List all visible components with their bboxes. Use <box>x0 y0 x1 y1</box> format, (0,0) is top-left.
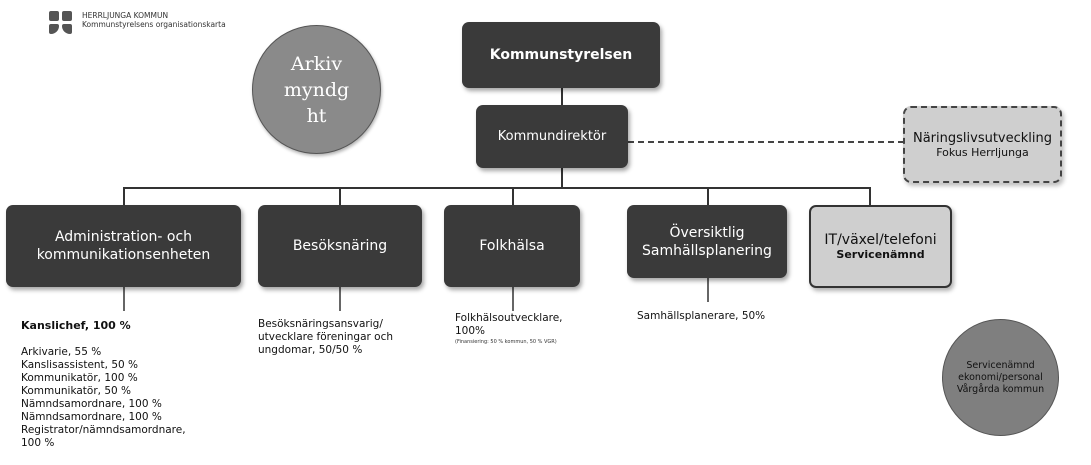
oversikt-unit-box: Översiktlig Samhällsplanering <box>627 205 787 278</box>
it-unit-box: IT/växel/telefoni Servicenämnd <box>809 205 952 288</box>
folk-unit-label: Folkhälsa <box>479 238 545 254</box>
besok-staff-line: utvecklare föreningar och <box>258 331 394 343</box>
admin-staff-item: Kommunikatör, 50 % <box>21 385 132 397</box>
arkiv-line-3: ht <box>306 104 327 127</box>
kommunstyrelsen-label: Kommunstyrelsen <box>489 47 633 63</box>
arkiv-circle: Arkiv myndg ht <box>252 25 381 154</box>
naringsliv-line-2: Fokus Herrljunga <box>936 145 1029 159</box>
logo-tile-icon <box>62 24 72 34</box>
besok-staff-line: ungdomar, 50/50 % <box>258 344 363 356</box>
admin-staff-item: 100 % <box>21 437 55 449</box>
it-unit-line-1: IT/växel/telefoni <box>824 232 937 248</box>
admin-unit-line-1: Administration- och <box>54 229 193 245</box>
stem-oversikt <box>707 278 709 302</box>
folk-staff-line: 100% <box>455 325 486 337</box>
connector-folk <box>512 187 514 205</box>
folk-staff-text: Folkhälsoutvecklare, 100% (Finansiering:… <box>455 312 563 346</box>
admin-staff-item: Kanslisassistent, 50 % <box>21 359 139 371</box>
oversikt-unit-line-2: Samhällsplanering <box>642 242 772 259</box>
service-line-3: Vårgårda kommun <box>956 383 1045 395</box>
arkiv-line-1: Arkiv <box>290 52 343 75</box>
stem-besok <box>339 287 341 311</box>
org-chart-subtitle: Kommunstyrelsens organisationskarta <box>82 20 226 29</box>
connector-admin <box>123 187 125 205</box>
arkiv-line-2: myndg <box>283 78 350 101</box>
besok-unit-box: Besöksnäring <box>258 205 422 287</box>
org-name: HERRLJUNGA KOMMUN <box>82 11 169 20</box>
connector-oversikt <box>707 187 709 205</box>
logo-tile-icon <box>62 11 72 21</box>
stem-folk <box>512 287 514 311</box>
naringsliv-box: Näringslivsutveckling Fokus Herrljunga <box>903 106 1062 183</box>
connector-director-vertical <box>561 168 563 188</box>
service-line-2: ekonomi/personal <box>958 371 1043 383</box>
folk-staff-line: Folkhälsoutvecklare, <box>455 312 563 324</box>
kommunstyrelsen-box: Kommunstyrelsen <box>462 22 660 88</box>
folk-funding-note: (Finansiering: 50 % kommun, 50 % VGR) <box>455 339 557 345</box>
service-circle: Servicenämnd ekonomi/personal Vårgårda k… <box>942 319 1059 436</box>
naringsliv-line-1: Näringslivsutveckling <box>912 130 1053 146</box>
connector-horizontal <box>123 187 871 189</box>
admin-unit-box: Administration- och kommunikationsenhete… <box>6 205 241 287</box>
logo <box>49 11 75 37</box>
oversikt-staff-text: Samhällsplanerare, 50% <box>637 310 766 322</box>
folk-unit-box: Folkhälsa <box>444 205 580 287</box>
service-line-1: Servicenämnd <box>966 359 1035 371</box>
logo-tile-icon <box>49 24 59 34</box>
dashed-connector-naringsliv <box>628 141 904 143</box>
logo-tile-icon <box>49 11 59 21</box>
besok-staff-text: Besöksnäringsansvarig/ utvecklare föreni… <box>258 318 393 357</box>
stem-admin <box>123 287 125 311</box>
admin-staff-list: Arkivarie, 55 % Kanslisassistent, 50 % K… <box>21 346 186 450</box>
connector-top-vertical <box>561 88 563 106</box>
oversikt-unit-line-1: Översiktlig <box>669 224 745 241</box>
besok-staff-line: Besöksnäringsansvarig/ <box>258 318 383 330</box>
admin-staff-item: Registrator/nämndsamordnare, <box>21 424 186 436</box>
besok-unit-label: Besöksnäring <box>292 238 388 254</box>
admin-staff-item: Nämndsamordnare, 100 % <box>21 411 162 423</box>
admin-unit-line-2: kommunikationsenheten <box>36 247 211 263</box>
admin-head-text: Kanslichef, 100 % <box>21 319 131 332</box>
admin-staff-item: Kommunikatör, 100 % <box>21 372 138 384</box>
admin-staff-item: Arkivarie, 55 % <box>21 346 102 358</box>
kommundirektor-box: Kommundirektör <box>476 105 628 168</box>
admin-staff-item: Nämndsamordnare, 100 % <box>21 398 162 410</box>
connector-besok <box>339 187 341 205</box>
it-unit-line-2: Servicenämnd <box>836 248 925 261</box>
kommundirektor-label: Kommundirektör <box>497 129 607 144</box>
connector-it <box>869 187 871 205</box>
